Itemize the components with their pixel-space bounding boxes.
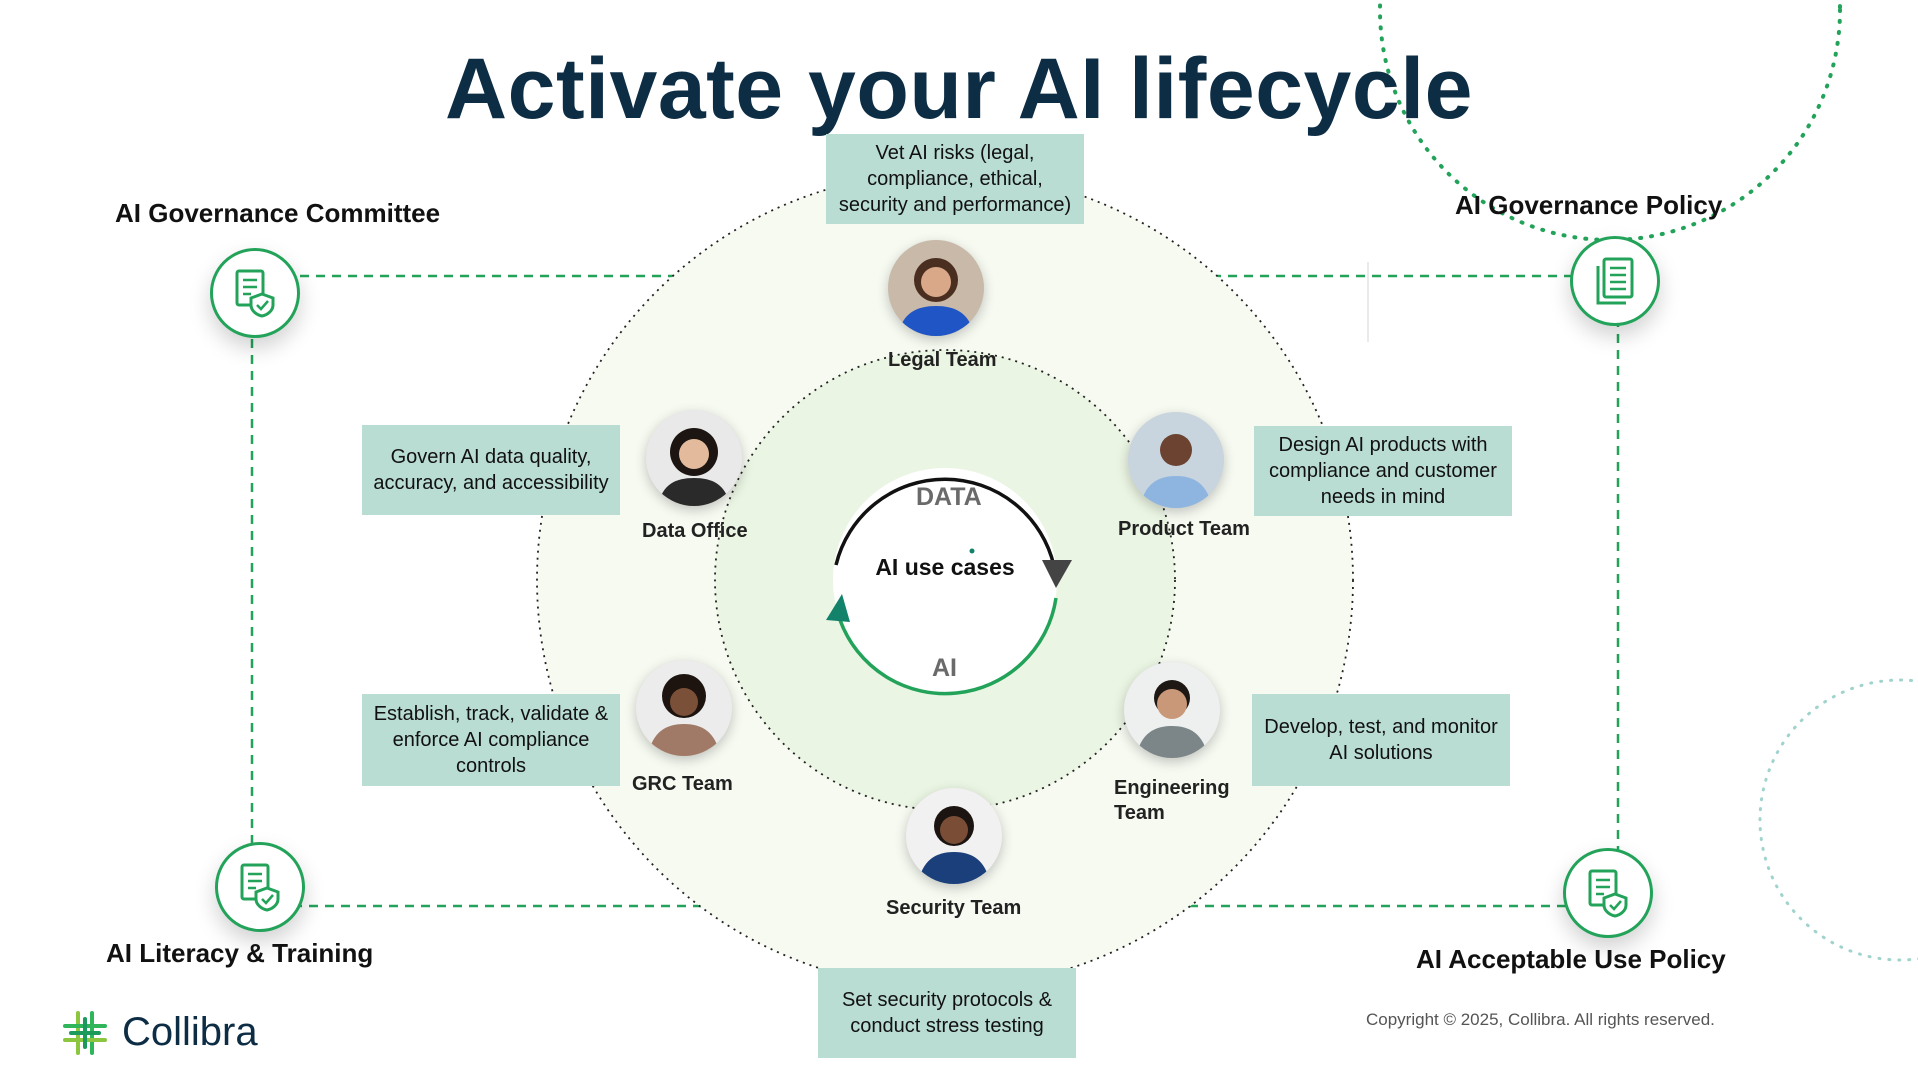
governance-policy-node[interactable] [1570, 236, 1660, 326]
page-title: Activate your AI lifecycle [445, 41, 1473, 137]
avatar-engineering [1124, 662, 1220, 758]
collibra-logo-icon [62, 1010, 108, 1061]
task-box-data-office: Govern AI data quality, accuracy, and ac… [362, 425, 620, 515]
person-portrait-icon [888, 240, 984, 336]
data-arc [834, 477, 1056, 567]
document-shield-icon [1588, 869, 1628, 918]
task-box-engineering: Develop, test, and monitor AI solutions [1252, 694, 1510, 786]
data-arrowhead [1042, 560, 1072, 588]
corner-label-acceptable-use: AI Acceptable Use Policy [1416, 944, 1726, 974]
corner-label-governance-committee: AI Governance Committee [115, 198, 441, 228]
team-name-grc: GRC Team [632, 773, 733, 795]
person-portrait-icon [636, 660, 732, 756]
team-name-security: Security Team [886, 897, 1022, 919]
copyright-text: Copyright © 2025, Collibra. All rights r… [1366, 1010, 1715, 1029]
task-box-grc: Establish, track, validate & enforce AI … [362, 694, 620, 786]
ai-arc [838, 597, 1058, 696]
avatar-security [906, 788, 1002, 884]
center-dot [969, 548, 975, 554]
team-name-legal: Legal Team [888, 349, 997, 371]
avatar-legal [888, 240, 984, 336]
acceptable-use-node[interactable] [1563, 848, 1653, 938]
avatar-product [1128, 412, 1224, 508]
person-portrait-icon [906, 788, 1002, 884]
corner-label-governance-policy: AI Governance Policy [1455, 190, 1723, 220]
document-lines-icon [1596, 257, 1634, 305]
center-title: AI use cases [875, 554, 1015, 580]
brand-name: Collibra [122, 1010, 258, 1054]
corner-label-literacy-training: AI Literacy & Training [106, 938, 374, 968]
center-disc [833, 468, 1057, 692]
decorative-dotted-arc-bottom-right [1758, 678, 1918, 962]
governance-committee-node[interactable] [210, 248, 300, 338]
task-box-legal: Vet AI risks (legal, compliance, ethical… [826, 134, 1084, 224]
ai-arrowhead [826, 594, 850, 622]
document-shield-icon [240, 863, 280, 912]
avatar-grc [636, 660, 732, 756]
document-shield-icon [235, 269, 275, 318]
person-portrait-icon [1124, 662, 1220, 758]
team-name-data-office: Data Office [642, 520, 748, 542]
cycle-label-data: DATA [916, 483, 982, 511]
person-portrait-icon [1128, 412, 1224, 508]
team-name-product: Product Team [1118, 518, 1250, 540]
team-name-engineering: Engineering Team [1114, 777, 1230, 824]
task-box-product: Design AI products with compliance and c… [1254, 426, 1512, 516]
cycle-label-ai: AI [932, 654, 957, 682]
task-box-security: Set security protocols & conduct stress … [818, 968, 1076, 1058]
person-portrait-icon [646, 410, 742, 506]
literacy-training-node[interactable] [215, 842, 305, 932]
avatar-data-office [646, 410, 742, 506]
